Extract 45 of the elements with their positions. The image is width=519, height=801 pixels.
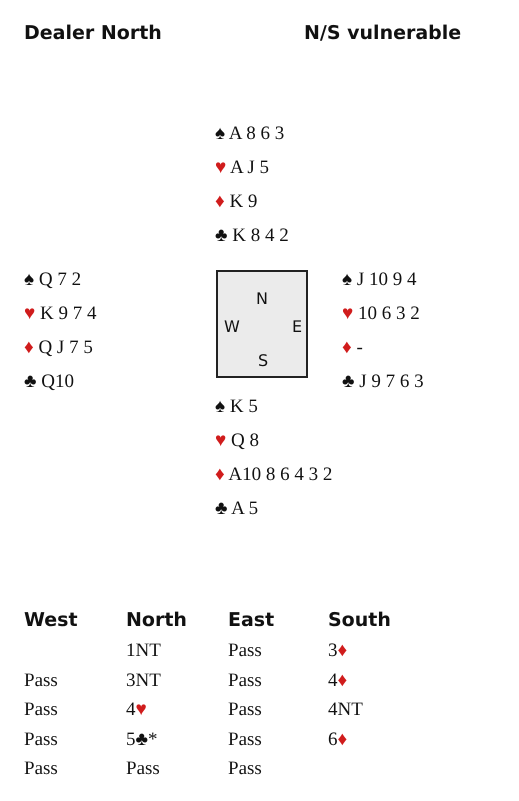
hand-suit-line: ♦ A10 8 6 4 3 2 <box>215 464 332 486</box>
bid-cell: 1NT <box>126 640 161 662</box>
bid-cell: Pass <box>24 670 58 692</box>
hand-suit-line: ♥ K 9 7 4 <box>24 303 97 325</box>
compass-box <box>216 270 308 378</box>
bid-cell: 3♦ <box>328 640 348 662</box>
hand-suit-line: ♣ K 8 4 2 <box>215 225 289 247</box>
bid-cell: Pass <box>228 699 262 721</box>
bid-cell: Pass <box>24 699 58 721</box>
bid-cell: 5♣* <box>126 728 158 750</box>
bid-cell: Pass <box>228 640 262 662</box>
hand-suit-line: ♥ 10 6 3 2 <box>342 303 420 325</box>
hand-suit-line: ♠ A 8 6 3 <box>215 123 284 145</box>
column-header: North <box>126 609 187 631</box>
bid-cell: Pass <box>228 670 262 692</box>
bid-cell: 4♦ <box>328 670 348 692</box>
bid-cell: 6♦ <box>328 728 348 750</box>
compass-letter: S <box>258 352 268 370</box>
bid-cell: Pass <box>228 728 262 750</box>
compass-letter: W <box>224 318 240 336</box>
bid-cell: Pass <box>126 758 160 780</box>
hand-suit-line: ♠ K 5 <box>215 396 258 418</box>
hand-suit-line: ♣ J 9 7 6 3 <box>342 371 424 393</box>
hand-suit-line: ♣ Q10 <box>24 371 74 393</box>
hand-suit-line: ♠ Q 7 2 <box>24 269 82 291</box>
vulnerability-note: N/S vulnerable <box>304 22 462 44</box>
column-header: South <box>328 609 391 631</box>
compass-letter: N <box>256 290 268 308</box>
column-header: East <box>228 609 274 631</box>
bid-cell: 4NT <box>328 699 363 721</box>
hand-suit-line: ♦ K 9 <box>215 191 258 213</box>
compass-letter: E <box>292 318 302 336</box>
bid-cell: 4♥ <box>126 699 147 721</box>
hand-suit-line: ♦ - <box>342 337 363 359</box>
hand-suit-line: ♣ A 5 <box>215 498 258 520</box>
hand-suit-line: ♦ Q J 7 5 <box>24 337 93 359</box>
hand-suit-line: ♠ J 10 9 4 <box>342 269 416 291</box>
hand-suit-line: ♥ Q 8 <box>215 430 260 452</box>
bid-cell: Pass <box>24 728 58 750</box>
hand-suit-line: ♥ A J 5 <box>215 157 270 179</box>
bid-cell: 3NT <box>126 670 161 692</box>
bid-cell: Pass <box>228 758 262 780</box>
column-header: West <box>24 609 78 631</box>
bid-cell: Pass <box>24 758 58 780</box>
dealer-note: Dealer North <box>24 22 162 44</box>
